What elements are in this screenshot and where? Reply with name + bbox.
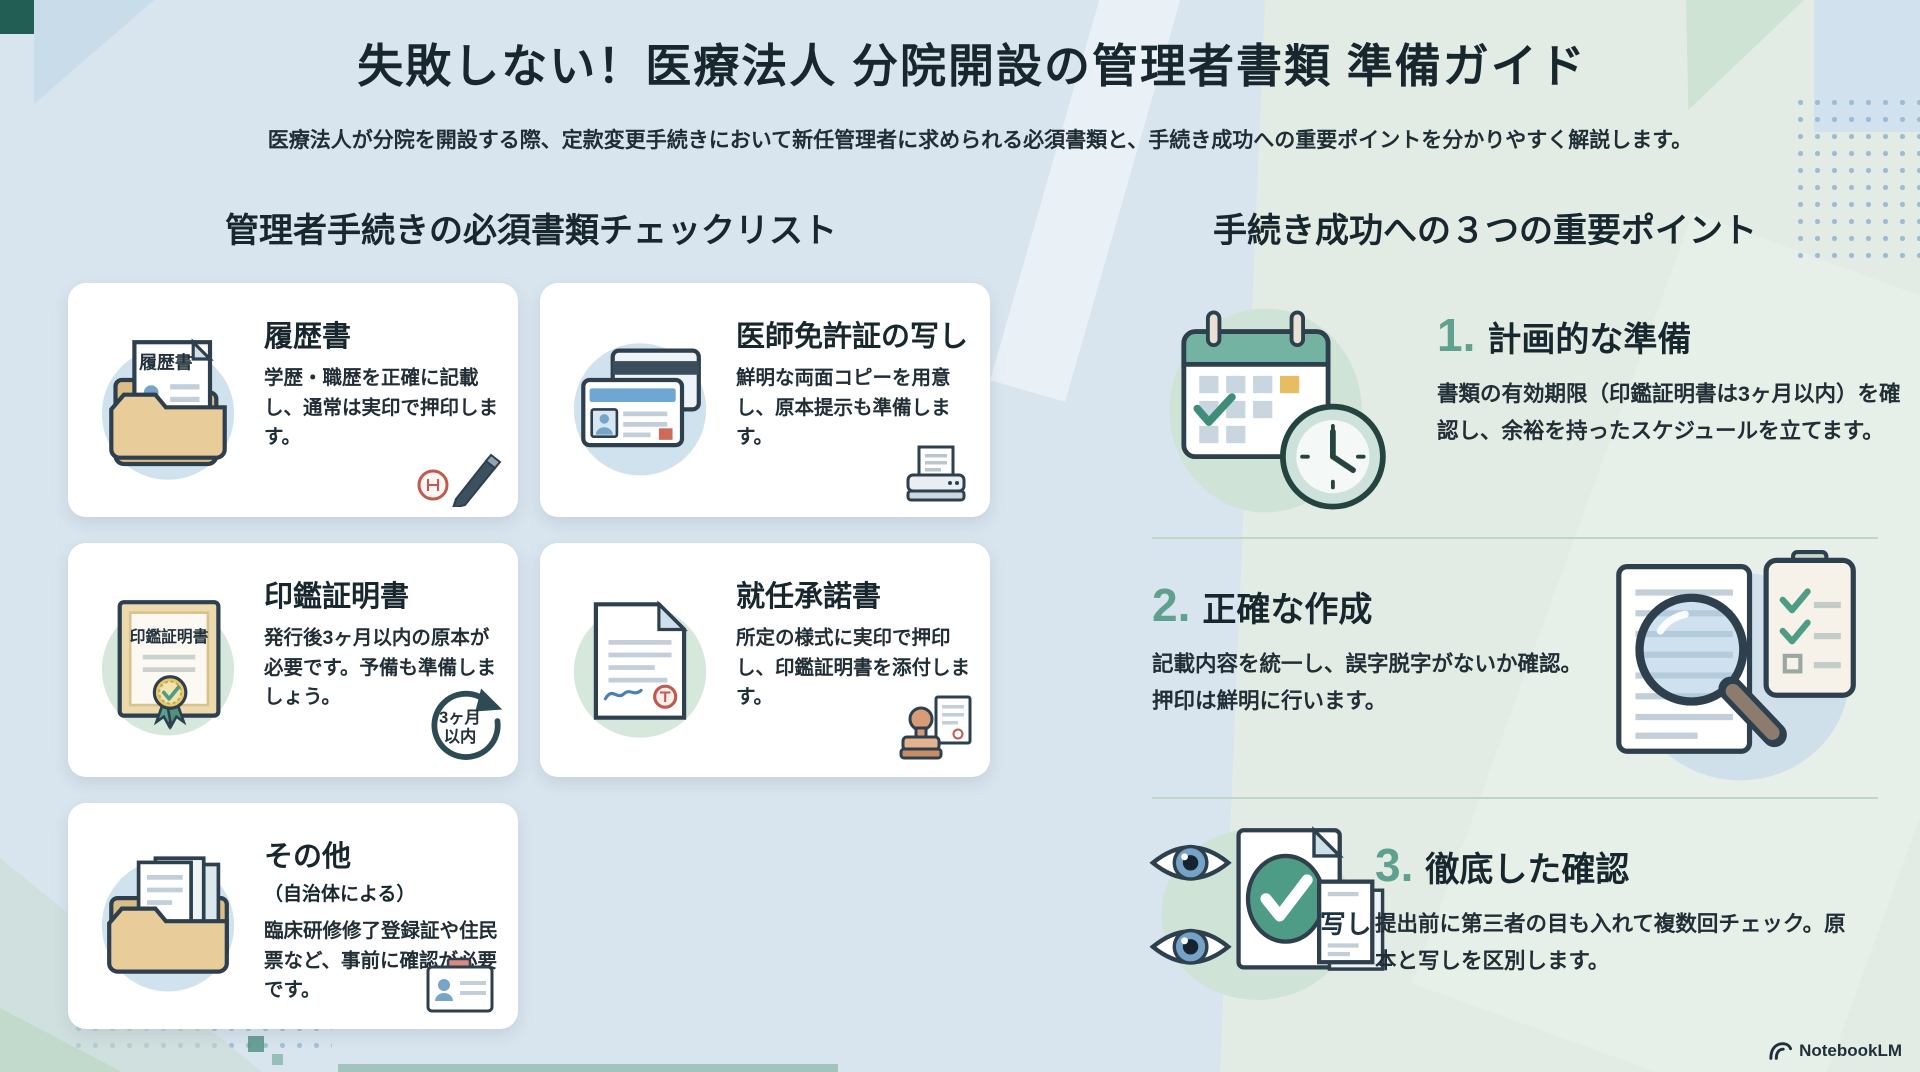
- card-title: 履歴書: [264, 321, 352, 353]
- point-number: 2.: [1152, 579, 1191, 631]
- brand-label: NotebookLM: [1799, 1041, 1902, 1060]
- seal-certificate-icon: 印鑑証明書: [82, 559, 254, 763]
- point-body: 記載内容を統一し、誤字脱字がないか確認。押印は鮮明に行います。: [1152, 652, 1583, 713]
- notebooklm-brand: NotebookLM: [1767, 1040, 1902, 1062]
- card-acceptance-letter: 就任承諾書 所定の様式に実印で押印し、印鑑証明書を添付します。: [540, 543, 990, 777]
- eyes-check-copy-icon: 写し: [1149, 826, 1385, 1000]
- point-title: 計画的な準備: [1487, 321, 1692, 359]
- card-title: 就任承諾書: [736, 581, 882, 613]
- card-body: 学歴・職歴を正確に記載し、通常は実印で押印します。: [264, 367, 499, 449]
- doc-label: 履歴書: [139, 352, 193, 372]
- card-body: 鮮明な両面コピーを用意し、原本提示も準備します。: [736, 367, 951, 449]
- point-body: 書類の有効期限（印鑑証明書は3ヶ月以内）を確認し、余裕を持ったスケジュールを立て…: [1437, 382, 1901, 443]
- card-title-main: その他: [264, 841, 352, 873]
- page-subtitle: 医療法人が分院を開設する際、定款変更手続きにおいて新任管理者に求められる必須書類…: [267, 129, 1693, 152]
- card-title: 印鑑証明書: [264, 581, 410, 613]
- id-badge-icon: [426, 957, 494, 1013]
- card-body: 臨床研修修了登録証や住民票など、事前に確認が必要です。: [264, 920, 499, 1002]
- point-title: 正確な作成: [1202, 591, 1373, 629]
- notebooklm-logo-icon: [1769, 1042, 1793, 1060]
- hanko-stamp-icon: [899, 695, 972, 760]
- point-number: 1.: [1437, 309, 1476, 361]
- stamp-pen-icon: [417, 453, 502, 507]
- card-title: その他 （自治体による）: [264, 833, 498, 908]
- square-decoration: [248, 1036, 264, 1052]
- signed-document-icon: [554, 559, 726, 763]
- calendar-clock-icon: [1169, 308, 1386, 513]
- point-number: 3.: [1375, 839, 1414, 891]
- badge-text-top: 3ヶ月: [439, 709, 481, 727]
- points-heading: 手続き成功への３つの重要ポイント: [1213, 212, 1757, 250]
- point-1: 1. 計画的な準備 書類の有効期限（印鑑証明書は3ヶ月以内）を確認し、余裕を持っ…: [1437, 308, 1907, 449]
- documents-folder-icon: [82, 819, 254, 1015]
- dot-grid-decoration: [1792, 94, 1920, 266]
- card-seal-certificate: 印鑑証明書 印鑑証明書 発行後3ヶ月以内の原本が必要です。予備も準備しましょう。…: [68, 543, 518, 777]
- card-other-documents: その他 （自治体による） 臨床研修修了登録証や住民票など、事前に確認が必要です。: [68, 803, 518, 1029]
- checklist-heading: 管理者手続きの必須書類チェックリスト: [225, 212, 837, 250]
- divider: [1152, 797, 1878, 799]
- bar-decoration: [338, 1064, 838, 1072]
- corner-square-decoration: [0, 0, 34, 34]
- square-decoration: [272, 1054, 283, 1065]
- magnifier-checklist-icon: [1616, 550, 1856, 781]
- doc-label: 印鑑証明書: [130, 627, 209, 646]
- point-title: 徹底した確認: [1425, 851, 1630, 889]
- card-body: 所定の様式に実印で押印し、印鑑証明書を添付します。: [736, 627, 971, 709]
- badge-text-bottom: 以内: [444, 727, 477, 746]
- printer-icon: [906, 445, 966, 502]
- card-title-note: （自治体による）: [264, 884, 416, 905]
- resume-folder-icon: 履歴書: [82, 299, 254, 503]
- card-resume: 履歴書 履歴書 学歴・職歴を正確に記載し、通常は実印で押印します。: [68, 283, 518, 517]
- point-body: 提出前に第三者の目も入れて複数回チェック。原本と写しを区別します。: [1375, 912, 1846, 973]
- card-license-copy: 医師免許証の写し 鮮明な両面コピーを用意し、原本提示も準備します。: [540, 283, 990, 517]
- divider: [1152, 537, 1878, 539]
- three-months-cycle-badge: 3ヶ月 以内: [431, 688, 503, 760]
- license-cards-icon: [554, 299, 726, 503]
- card-title: 医師免許証の写し: [736, 321, 969, 353]
- card-body: 発行後3ヶ月以内の原本が必要です。予備も準備しましょう。: [264, 627, 497, 709]
- point-2: 2. 正確な作成 記載内容を統一し、誤字脱字がないか確認。押印は鮮明に行います。: [1152, 578, 1612, 719]
- page-title: 失敗しない！医療法人 分院開設の管理者書類 準備ガイド: [357, 40, 1587, 92]
- point-3: 3. 徹底した確認 提出前に第三者の目も入れて複数回チェック。原本と写しを区別し…: [1375, 838, 1875, 979]
- copy-label: 写し: [1320, 911, 1371, 939]
